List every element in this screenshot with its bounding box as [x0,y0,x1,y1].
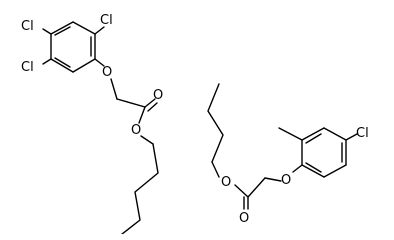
atom-label-cl: Cl [100,13,113,28]
bond-ring-cl-left-top [42,28,52,35]
bond-ring-methyl [278,127,303,141]
molecule-1-benzene-ring [50,21,96,73]
molecule-1 [42,21,159,239]
bond-carbonyl-c-o-ester [138,106,146,124]
atom-labels: Cl Cl Cl O O O Cl O O O [21,13,369,226]
atom-label-o: O [102,65,112,80]
bond-ch2-carbonyl-c [116,98,146,108]
bond-ring-o-ether [292,164,303,173]
bond-carbonyl-c-o-ester [234,184,249,198]
bond-carbonyl-double-1 [144,98,156,108]
bond-o-ester-ch2 [140,135,154,145]
pentyl-chain [116,143,159,239]
butyl-chain [207,83,224,163]
bond-ring-cl-left-bottom [42,58,52,65]
bond-o-ester-ch2 [211,161,220,178]
canvas-background [0,0,394,234]
molecule-2 [207,83,358,210]
atom-label-o: O [239,211,249,226]
atom-label-o: O [131,123,141,138]
atom-label-cl: Cl [21,60,34,75]
atom-label-o: O [221,175,231,190]
bond-ring-cl [345,133,358,141]
atom-label-cl: Cl [356,126,369,141]
atom-label-o: O [281,173,291,188]
atom-label-cl: Cl [21,19,34,34]
bond-o-ch2 [264,177,282,182]
bond-ring-o-ether [94,58,105,67]
bond-carbonyl-double-2 [147,102,158,112]
bond-o-ch2 [110,78,118,100]
molecule-2-benzene-ring [301,127,347,178]
bond-ch2-carbonyl-c [247,177,266,198]
bond-ring-cl-top-right [94,26,105,35]
atom-label-o: O [153,88,163,103]
